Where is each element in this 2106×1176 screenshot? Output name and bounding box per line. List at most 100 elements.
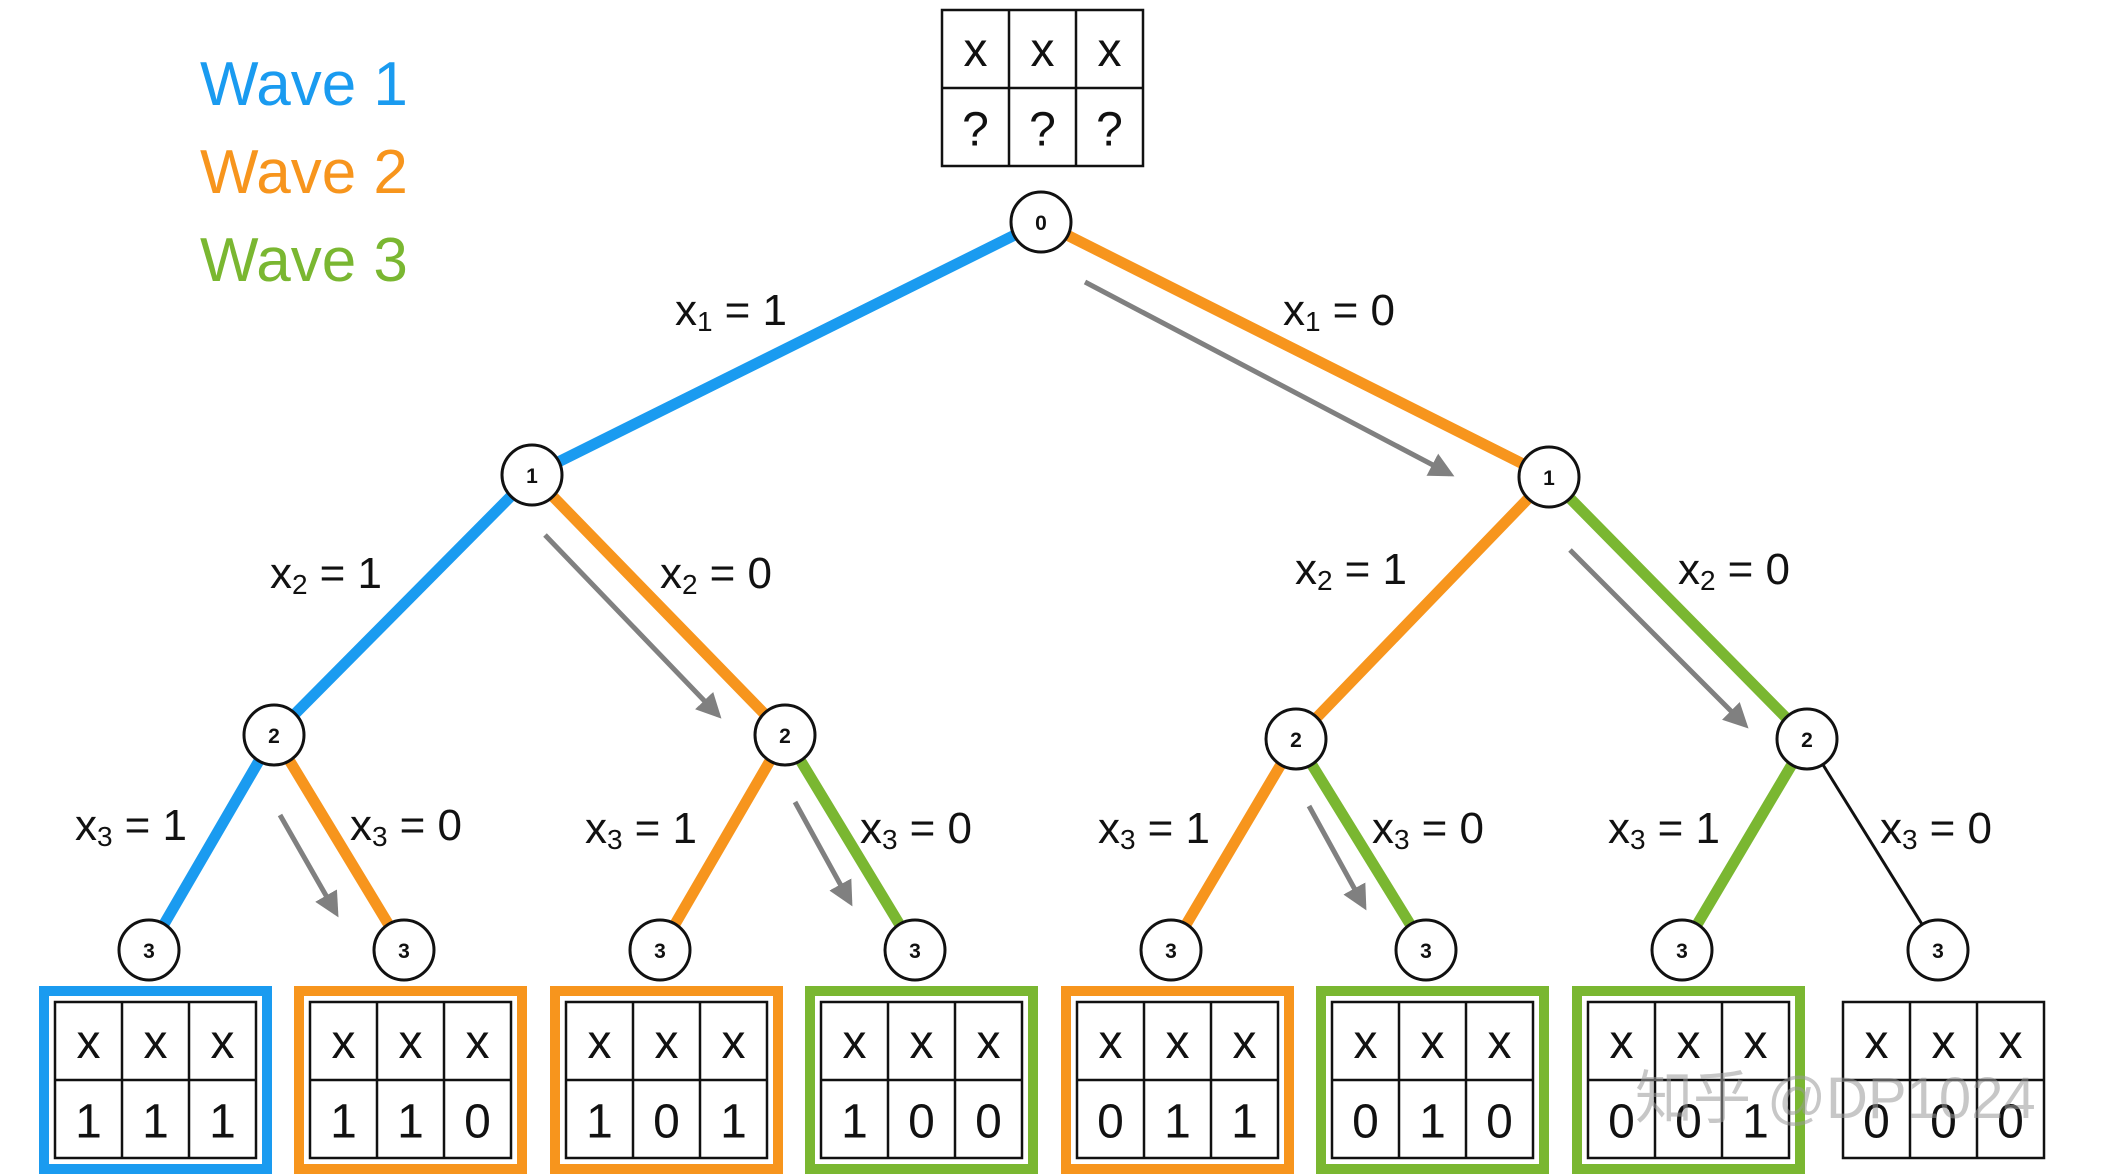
cell-top-0: x — [1865, 1016, 1889, 1069]
node-label: 3 — [1165, 940, 1177, 963]
table-frame — [1316, 986, 1549, 1174]
tree-node-n3c: 3 — [628, 918, 692, 982]
tree-node-n3g: 3 — [1650, 918, 1714, 982]
edge-label-n0-n1R: x1= 0 — [1283, 286, 1395, 337]
cell-bottom-1: 1 — [1164, 1096, 1191, 1149]
node-circle — [1775, 707, 1839, 771]
tree-node-n1L: 1 — [500, 443, 564, 507]
table-frame — [1572, 986, 1805, 1174]
cell-top-1: x — [1166, 1016, 1190, 1069]
edge-n2RL-n3f — [1307, 761, 1415, 928]
edge-n1R-n2RL — [1312, 494, 1533, 722]
root-table: x?x?x? — [940, 8, 1145, 168]
edge-label-n2LL-n3a: x3= 1 — [75, 801, 187, 852]
cell-bottom-1: 1 — [142, 1096, 169, 1149]
cell-top-0: x — [332, 1016, 356, 1069]
node-circle — [117, 918, 181, 982]
tree-node-n3d: 3 — [883, 918, 947, 982]
legend-wave-2: Wave 2 — [200, 138, 408, 207]
node-label: 3 — [1676, 940, 1688, 963]
node-circle — [1264, 707, 1328, 771]
table-frame — [39, 986, 272, 1174]
edge-n0-n1L — [556, 230, 1017, 467]
tree-node-n1R: 1 — [1517, 445, 1581, 509]
tree-node-n2LR: 2 — [753, 703, 817, 767]
edge-n2LR-n3c — [670, 758, 775, 927]
cell-bottom-2: 1 — [209, 1096, 236, 1149]
node-circle — [628, 918, 692, 982]
root-assignment-table: x?x?x? — [940, 8, 1145, 168]
node-circle — [883, 918, 947, 982]
legend-wave-3: Wave 3 — [200, 226, 408, 295]
edge-label-n2RL-n3e: x3= 1 — [1098, 804, 1210, 855]
node-label: 2 — [268, 725, 280, 748]
cell-top-2: x — [1233, 1016, 1257, 1069]
cell-top-1: x — [144, 1016, 168, 1069]
cell-bottom-1: 1 — [1419, 1096, 1446, 1149]
node-circle — [1394, 918, 1458, 982]
cell-bottom-0: 1 — [330, 1096, 357, 1149]
node-label: 1 — [1543, 467, 1555, 490]
tree-node-n3e: 3 — [1139, 918, 1203, 982]
edge-n2LL-n3a — [159, 758, 264, 927]
cell-top-2: x — [211, 1016, 235, 1069]
edge-n1R-n2RR — [1566, 494, 1790, 722]
cell-bottom-1: 0 — [653, 1096, 680, 1149]
cell-bottom-2: 0 — [1486, 1096, 1513, 1149]
cell-bottom-0: 0 — [1608, 1096, 1635, 1149]
traversal-arrow-5 — [792, 800, 853, 907]
node-circle — [1906, 918, 1970, 982]
traversal-arrow-3 — [1568, 548, 1749, 729]
cell-bottom-0: ? — [962, 104, 989, 157]
node-label: 2 — [1801, 729, 1813, 752]
node-label: 2 — [1290, 729, 1302, 752]
edge-n1L-n2LL — [291, 492, 515, 718]
traversal-arrow-4 — [277, 813, 339, 918]
edge-label-n1L-n2LR: x2= 0 — [660, 549, 772, 600]
node-label: 0 — [1035, 212, 1047, 235]
edge-n2RL-n3e — [1181, 762, 1286, 927]
node-circle — [1517, 445, 1581, 509]
edge-label-n1R-n2RL: x2= 1 — [1295, 545, 1407, 596]
tree-node-n3f: 3 — [1394, 918, 1458, 982]
tree-node-n2LL: 2 — [242, 703, 306, 767]
edge-n0-n1R — [1065, 230, 1525, 469]
cell-bottom-2: 0 — [975, 1096, 1002, 1149]
cell-top-0: x — [588, 1016, 612, 1069]
cell-bottom-2: 0 — [464, 1096, 491, 1149]
cell-bottom-2: ? — [1096, 104, 1123, 157]
cell-bottom-1: 1 — [397, 1096, 424, 1149]
cell-bottom-2: 1 — [1742, 1096, 1769, 1149]
node-circle — [1009, 190, 1073, 254]
cell-top-2: x — [1744, 1016, 1768, 1069]
cell-top-1: x — [399, 1016, 423, 1069]
edge-label-n1R-n2RR: x2= 0 — [1678, 545, 1790, 596]
node-label: 3 — [1420, 940, 1432, 963]
tree-node-n2RL: 2 — [1264, 707, 1328, 771]
cell-bottom-0: 0 — [1863, 1096, 1890, 1149]
traversal-arrow-2 — [543, 533, 722, 719]
tree-node-n3b: 3 — [372, 918, 436, 982]
cell-bottom-2: 1 — [720, 1096, 747, 1149]
node-circle — [500, 443, 564, 507]
cell-top-2: x — [466, 1016, 490, 1069]
cell-bottom-0: 0 — [1352, 1096, 1379, 1149]
legend-wave-1: Wave 1 — [200, 50, 408, 119]
cell-top-1: x — [1677, 1016, 1701, 1069]
tree-node-n3a: 3 — [117, 918, 181, 982]
cell-top-2: x — [722, 1016, 746, 1069]
node-label: 3 — [143, 940, 155, 963]
cell-bottom-2: 1 — [1231, 1096, 1258, 1149]
node-circle — [753, 703, 817, 767]
tree-node-n0: 0 — [1009, 190, 1073, 254]
wave-legend: Wave 1 Wave 2 Wave 3 — [200, 50, 408, 295]
cell-top-0: x — [77, 1016, 101, 1069]
tree-edges — [159, 230, 1924, 928]
